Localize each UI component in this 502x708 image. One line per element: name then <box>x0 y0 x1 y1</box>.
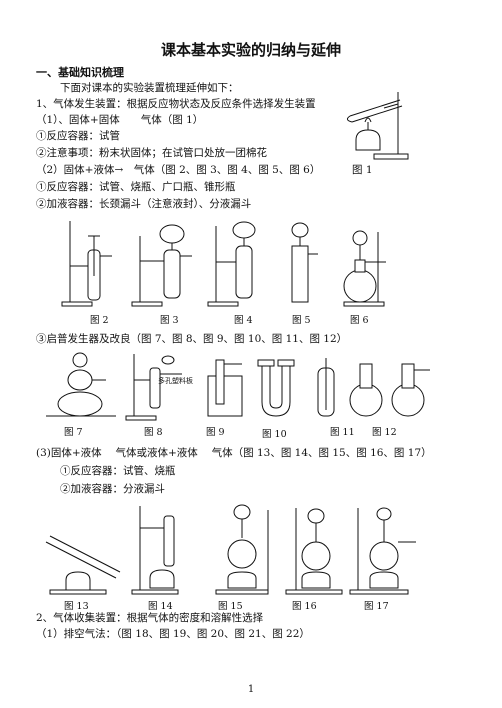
item-heated-reaction: (3)固体+液体 气体或液体+液体 气体（图 13、图 14、图 15、图 16… <box>36 447 432 459</box>
item-air-displacement: （1）排空气法：（图 18、图 19、图 20、图 21、图 22） <box>36 628 310 640</box>
item-reaction-vessels: ①反应容器：试管、烧瓶、广口瓶、锥形瓶 <box>36 181 236 193</box>
page-title: 课本基本实验的归纳与延伸 <box>160 41 341 59</box>
figures-2-to-6-apparatus <box>61 221 386 307</box>
item-precautions: ②注意事项：粉末状固体；在试管口处放一团棉花 <box>36 147 267 159</box>
figure-15-caption: 图 15 <box>218 601 243 612</box>
perforated-plate-label: 多孔塑料板 <box>158 377 193 385</box>
figures-7-to-12-apparatus <box>46 352 430 421</box>
figure-3-caption: 图 3 <box>160 315 179 326</box>
figure-16-caption: 图 16 <box>292 601 317 612</box>
item-reaction-vessel: ①反应容器：试管 <box>36 130 120 142</box>
figures-13-to-17-apparatus <box>45 504 416 595</box>
figure-13-caption: 图 13 <box>64 601 89 612</box>
figure-10-caption: 图 10 <box>262 429 287 440</box>
figure-2-caption: 图 2 <box>90 315 109 326</box>
item-liquid-adding: ②加液容器：长颈漏斗（注意液封）、分液漏斗 <box>36 198 252 210</box>
figure-6-caption: 图 6 <box>350 315 369 326</box>
item-reaction-vessels-heated: ①反应容器：试管、烧瓶 <box>60 465 176 477</box>
intro-text: 下面对课本的实验装置梳理延伸如下： <box>60 82 239 94</box>
item-solid-liquid: （2）固体+液体→ 气体（图 2、图 3、图 4、图 5、图 6） <box>36 164 321 176</box>
figure-4-caption: 图 4 <box>234 315 253 326</box>
item-solid-solid: （1）、固体+固体 气体（图 1） <box>36 114 204 126</box>
figure-12-caption: 图 12 <box>372 427 397 438</box>
figure-5-caption: 图 5 <box>292 315 311 326</box>
figure-9-caption: 图 9 <box>206 427 225 438</box>
section-heading-basics: 一、基础知识梳理 <box>36 66 124 79</box>
figure-17-caption: 图 17 <box>364 601 389 612</box>
page-number: 1 <box>247 684 255 695</box>
item-kipp-generator: ③启普发生器及改良（图 7、图 8、图 9、图 10、图 11、图 12） <box>36 333 348 345</box>
figure-11-caption: 图 11 <box>330 427 355 438</box>
figure-14-caption: 图 14 <box>148 601 173 612</box>
paragraph-gas-collection: 2、气体收集装置：根据气体的密度和溶解性选择 <box>36 612 264 624</box>
paragraph-gas-generation: 1、气体发生装置：根据反应物状态及反应条件选择发生装置 <box>36 98 316 110</box>
figure-8-caption: 图 8 <box>144 427 163 438</box>
item-dropping-funnel: ②加液容器：分液漏斗 <box>60 483 165 495</box>
figure-7-caption: 图 7 <box>64 427 83 438</box>
figure-1-caption: 图 1 <box>352 164 373 176</box>
figure-1-apparatus <box>346 92 409 160</box>
